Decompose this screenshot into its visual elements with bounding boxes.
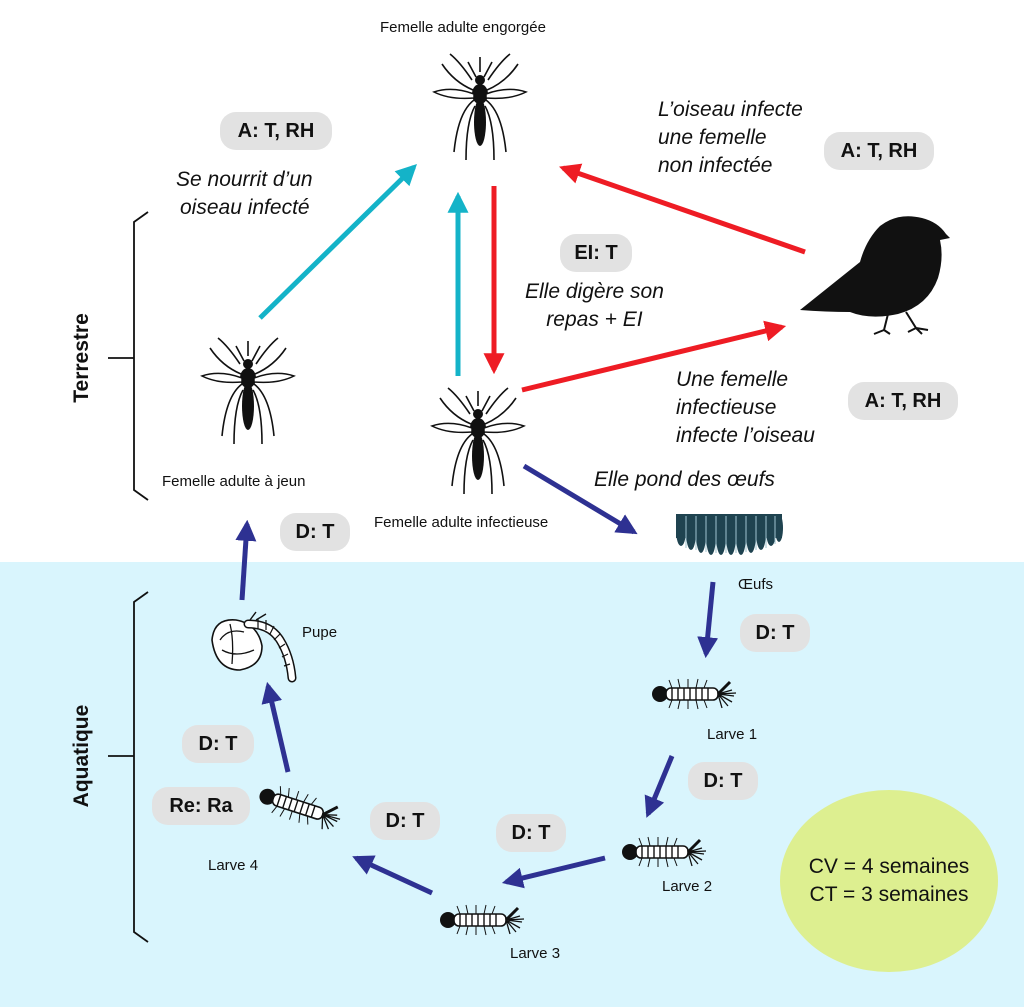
- larva1-to-larva2-factor-tag: D: T: [688, 762, 758, 800]
- arrow-fasting-to-engorged: [258, 164, 417, 320]
- female-infects-note-line3: infecte l’oiseau: [676, 424, 815, 447]
- arrow-larva3-to-larva4: [352, 855, 434, 896]
- eggs-to-larva1-factor-tag: D: T: [740, 614, 810, 652]
- arrow-larva1-to-larva2: [644, 755, 675, 818]
- arrow-eggs-to-larva1: [697, 581, 719, 659]
- larva4-to-pupa-factor-tag: D: T: [182, 725, 254, 763]
- ct-duration: CT = 3 semaines: [809, 883, 969, 906]
- larva1-icon: [650, 677, 738, 711]
- bird-infects-note-line3: non infectée: [658, 154, 773, 177]
- arrow-infectious-to-bird: [521, 320, 787, 393]
- digests-note-line1: Elle digère son: [525, 280, 664, 303]
- larva3-icon: [438, 903, 526, 937]
- terrestrial-zone-label: Terrestre: [70, 313, 93, 403]
- digests-note-line2: repas + EI: [546, 308, 643, 331]
- feeds-note-line2: oiseau infecté: [180, 196, 310, 219]
- arrow-pupa-to-fasting: [235, 519, 257, 601]
- larva3-label: Larve 3: [510, 945, 561, 962]
- larva2-icon: [620, 835, 708, 869]
- bird-icon: [800, 216, 950, 335]
- pupa-icon: [211, 611, 297, 683]
- fasting-female-label: Femelle adulte à jeun: [162, 473, 306, 490]
- pupa-label: Pupe: [302, 624, 338, 641]
- fasting-female-mosquito-icon: [201, 337, 295, 445]
- lays-eggs-note: Elle pond des œufs: [594, 468, 775, 491]
- feeds-note-line1: Se nourrit d’un: [176, 168, 313, 191]
- larva4-resource-factor-tag: Re: Ra: [152, 787, 250, 825]
- eggs-icon: [676, 514, 783, 555]
- engorged-female-mosquito-icon: [433, 53, 527, 161]
- arrow-infectious-to-eggs: [522, 463, 638, 535]
- bird-to-female-factor-tag: A: T, RH: [824, 132, 934, 170]
- aquatic-bracket: [133, 591, 149, 943]
- arrow-larva2-to-larva3: [501, 855, 606, 889]
- arrow-larva4-to-pupa: [261, 681, 291, 773]
- female-infects-note-line2: infectieuse: [676, 396, 777, 419]
- bird-infects-note-line2: une femelle: [658, 126, 767, 149]
- pupa-to-adult-factor-tag: D: T: [280, 513, 350, 551]
- arrow-bird-to-engorged: [559, 163, 806, 255]
- cycle-time-ellipse: CV = 4 semaines CT = 3 semaines: [780, 790, 998, 972]
- engorged-female-label: Femelle adulte engorgée: [380, 19, 546, 36]
- larva4-icon: [253, 778, 346, 836]
- larva2-label: Larve 2: [662, 878, 713, 895]
- larva3-to-larva4-factor-tag: D: T: [370, 802, 440, 840]
- female-infects-note-line1: Une femelle: [676, 368, 789, 391]
- female-to-bird-factor-tag: A: T, RH: [848, 382, 958, 420]
- bird-infects-note: L’oiseau infecte une femelle non infecté…: [658, 96, 803, 180]
- aquatic-zone-label: Aquatique: [70, 704, 93, 808]
- feeds-note: Se nourrit d’un oiseau infecté: [176, 166, 313, 222]
- female-infects-note: Une femelle infectieuse infecte l’oiseau: [676, 366, 815, 450]
- bird-infects-note-line1: L’oiseau infecte: [658, 98, 803, 121]
- terrestrial-bracket: [133, 211, 149, 501]
- larva2-to-larva3-factor-tag: D: T: [496, 814, 566, 852]
- cv-duration: CV = 4 semaines: [808, 855, 970, 878]
- infectious-female-mosquito-icon: [431, 387, 525, 495]
- feed-factor-tag: A: T, RH: [220, 112, 332, 150]
- larva4-label: Larve 4: [208, 857, 259, 874]
- eggs-label: Œufs: [738, 576, 774, 593]
- larva1-label: Larve 1: [707, 726, 758, 743]
- digests-note: Elle digère son repas + EI: [525, 278, 664, 334]
- infectious-female-label: Femelle adulte infectieuse: [374, 514, 549, 531]
- digest-factor-tag: EI: T: [560, 234, 632, 272]
